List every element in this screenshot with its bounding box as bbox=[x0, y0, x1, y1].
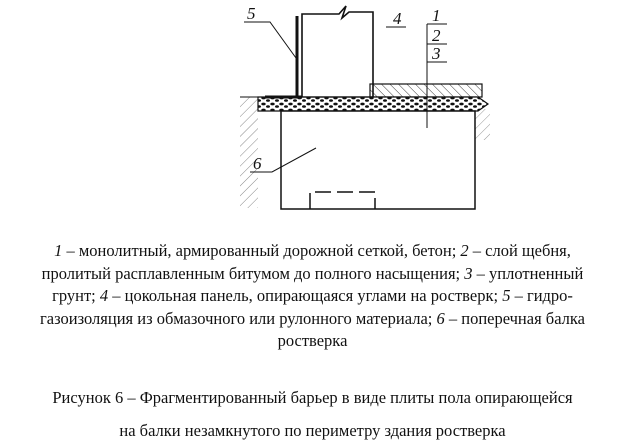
legend-item-5: 5 – гидро-газоизоляция из обмазочного ил… bbox=[40, 286, 573, 328]
figure-caption-line-2: на балки незамкнутого по периметру здани… bbox=[119, 421, 506, 440]
plinth-panel bbox=[301, 5, 374, 98]
callout-2: 2 bbox=[432, 26, 441, 45]
legend-item-1: 1 – монолитный, армированный дорожной се… bbox=[54, 241, 457, 260]
callout-4: 4 bbox=[393, 9, 402, 28]
legend-item-4: 4 – цокольная панель, опирающаяся углами… bbox=[99, 286, 499, 305]
legend-item-6: 6 – поперечная балка ростверка bbox=[277, 308, 585, 351]
gravel-bitumen-layer bbox=[257, 96, 490, 112]
legend-item-3: 3 – уплотненный грунт; bbox=[52, 263, 584, 306]
callout-5: 5 bbox=[247, 4, 256, 23]
foundation-diagram: 5 4 1 2 3 6 bbox=[240, 4, 490, 210]
legend-item-2: 2 – слой щебня, пролитый расплавленным б… bbox=[41, 241, 571, 283]
callout-1: 1 bbox=[432, 6, 441, 25]
concrete-slab bbox=[369, 83, 483, 98]
figure-caption-line-1: Рисунок 6 – Фрагментированный барьер в в… bbox=[52, 388, 573, 407]
compacted-soil-layer bbox=[240, 96, 490, 208]
legend: 1 – монолитный, армированный дорожной се… bbox=[20, 240, 605, 353]
waterproofing-layer bbox=[265, 16, 302, 99]
callout-6: 6 bbox=[253, 154, 262, 173]
callout-3: 3 bbox=[431, 44, 441, 63]
grillage-beam bbox=[280, 110, 476, 210]
leader-lines bbox=[244, 21, 447, 173]
